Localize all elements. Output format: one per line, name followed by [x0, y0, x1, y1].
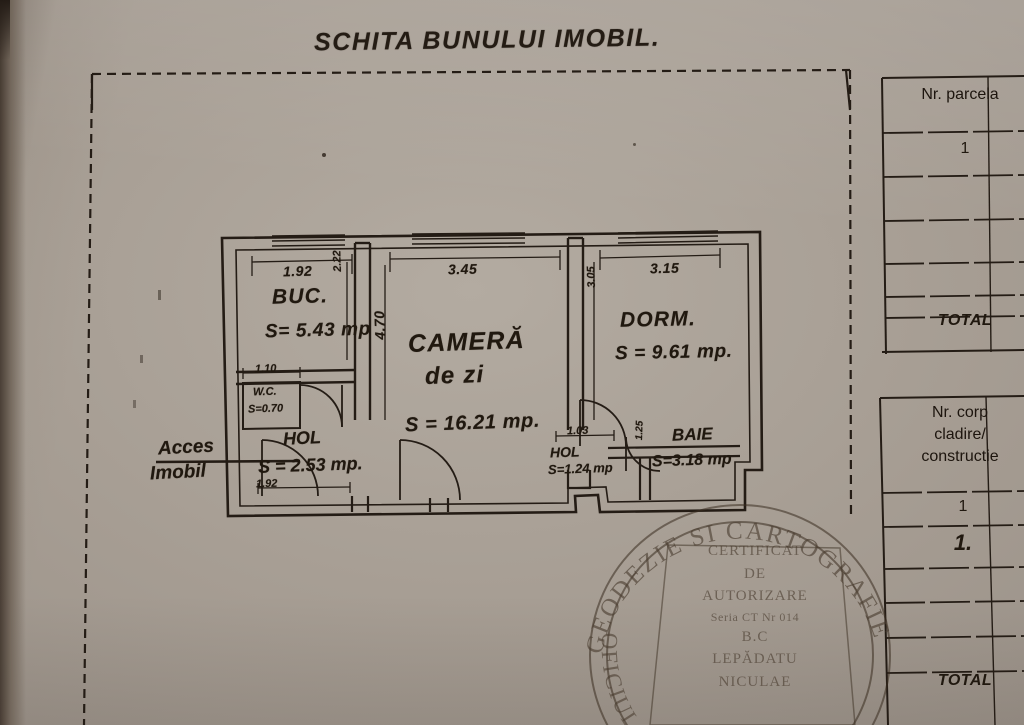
dimension-lines-top — [251, 248, 721, 276]
dim-hol2-width: 1.03 — [566, 424, 589, 438]
wc-box — [242, 380, 301, 431]
parcel-table-header: Nr. parcela — [921, 86, 999, 103]
window-symbols — [271, 230, 719, 247]
bathroom-walls — [607, 444, 741, 500]
parcel-table-rows — [882, 130, 1024, 319]
ink-speck-3 — [158, 290, 161, 300]
room-area-buc: S= 5.43 mp — [264, 318, 372, 343]
stamp-outer-circle — [589, 504, 891, 725]
parcel-table-total: TOTAL — [937, 312, 993, 329]
building-table-row-1: 1 — [958, 498, 968, 515]
stamp-inner-frame — [649, 544, 856, 725]
hol-dim-bottom — [257, 482, 351, 494]
drawing-frame-corners — [90, 69, 852, 111]
access-label-line1: Acces — [157, 435, 215, 460]
hol2-dim — [555, 430, 615, 442]
room-label-dorm: DORM. — [619, 307, 697, 332]
dim-hol-bottom: 1.92 — [255, 477, 278, 491]
room-area-hol2: S=1.24 mp — [547, 459, 613, 478]
bottom-notch-detail — [350, 470, 592, 512]
room-area-baie: S=3.18 mp — [651, 450, 732, 471]
building-table-border — [879, 395, 1024, 725]
ink-speck-1 — [322, 153, 326, 157]
dim-vert-camera: 4.70 — [370, 310, 388, 340]
access-label-line2: Imobil — [149, 460, 207, 485]
building-table-total: TOTAL — [937, 672, 993, 689]
room-label-hol1: HOL — [282, 427, 322, 449]
room-area-dorm: S = 9.61 mp. — [614, 340, 733, 365]
room-area-camera: S = 16.21 mp. — [404, 409, 541, 437]
parcel-table-border — [881, 75, 1024, 355]
room-area-hol1: S = 2.53 mp. — [257, 453, 363, 477]
building-table-col-divider — [985, 396, 996, 725]
room-label-hol2: HOL — [549, 443, 580, 461]
access-label-rule — [155, 459, 301, 464]
ink-speck-2 — [633, 143, 636, 146]
apartment-outer-wall — [220, 230, 764, 518]
room-area-wc: S=0.70 — [247, 402, 284, 416]
room-label-wc: W.C. — [252, 385, 277, 399]
paper-left-shadow — [0, 0, 26, 725]
ink-speck-5 — [133, 400, 136, 408]
parcel-table-col-divider — [987, 76, 992, 353]
interior-partitions — [235, 236, 585, 430]
dim-top-buc: 1.92 — [282, 262, 313, 280]
apartment-inner-wall — [235, 243, 751, 507]
room-label-camera-2: de zi — [424, 360, 485, 391]
room-label-camera: CAMERĂ — [407, 325, 526, 359]
building-table-rows — [881, 490, 1024, 674]
room-label-buc: BUC. — [271, 284, 329, 309]
dim-top-dorm: 3.15 — [649, 259, 680, 277]
dim-vert-dorm: 3.05 — [585, 266, 598, 288]
dim-wc-width: 1.10 — [254, 362, 277, 376]
building-table-header-2: cladire/ — [934, 426, 986, 443]
dim-baie-vert: 1.25 — [634, 420, 646, 441]
drawing-frame-dashed — [82, 68, 853, 725]
wc-dim — [242, 367, 301, 379]
building-table-header-3: constructie — [921, 448, 999, 465]
room-label-baie: BAIE — [671, 424, 713, 445]
ink-speck-4 — [140, 355, 143, 363]
paper-corner-shadow — [0, 0, 10, 60]
building-table-header-1: Nr. corp — [931, 404, 988, 421]
dimension-lines-vertical — [346, 262, 595, 420]
dim-top-camera: 3.45 — [447, 260, 478, 278]
building-table-row-2: 1. — [953, 530, 973, 555]
door-swing-arcs — [261, 384, 661, 501]
dim-vert-buc: 2.22 — [331, 250, 344, 272]
parcel-table-row-1: 1 — [960, 140, 970, 157]
